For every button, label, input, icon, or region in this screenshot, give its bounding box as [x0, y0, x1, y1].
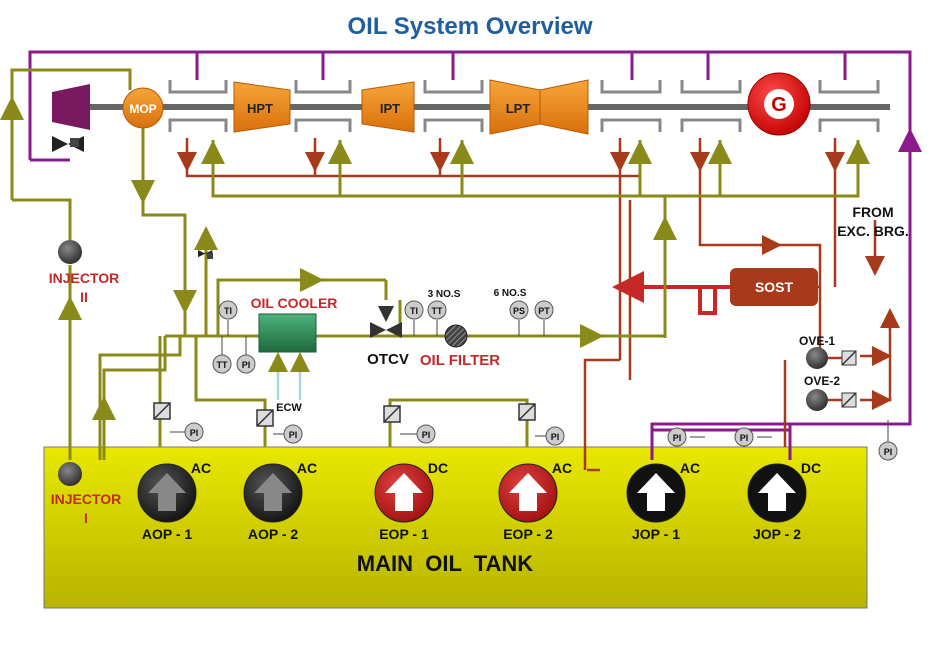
mop-pump[interactable] [122, 87, 164, 129]
svg-text:PI: PI [289, 430, 298, 440]
instrument-pi-jop2[interactable]: PI [734, 427, 772, 447]
ove2-label: OVE-2 [804, 374, 840, 388]
six-nos-label: 6 NO.S [494, 288, 527, 299]
instrument-pi-right[interactable]: PI [878, 420, 898, 461]
trip-valve-icon [52, 136, 84, 152]
up-arrow-icon [148, 473, 186, 511]
bearing-pedestals [168, 80, 880, 132]
pump-eop-2[interactable]: AC EOP - 2 [498, 460, 572, 542]
instrument-pi-jop1[interactable]: PI [667, 427, 705, 447]
pump-group: AC AOP - 1 AC AOP - 2 DC EOP - 1 AC EOP - 2 AC JO… [137, 460, 821, 542]
ove2-pump[interactable] [806, 389, 828, 411]
injector-i[interactable] [58, 462, 82, 486]
pump-jop-1[interactable]: AC JOP - 1 [626, 460, 700, 542]
lpt-label: LPT [506, 101, 531, 116]
instrument-tt-1[interactable]: TT [212, 336, 232, 374]
ipt-turbine[interactable] [361, 81, 415, 133]
pump-eop-1[interactable]: DC EOP - 1 [374, 460, 448, 542]
oil-cooler-label: OIL COOLER [251, 295, 338, 311]
pump-name: JOP - 1 [632, 526, 680, 542]
generator-core [764, 89, 794, 119]
pump-power-type: DC [428, 460, 448, 476]
lube-oil-arrows [0, 96, 870, 420]
otcv-label: OTCV [367, 351, 409, 368]
injector-i-label: INJECTOR [51, 491, 122, 507]
oil-cooler[interactable] [258, 313, 317, 353]
pump-power-type: AC [552, 460, 572, 476]
instrument-pt[interactable]: PT [534, 300, 554, 336]
svg-text:PI: PI [242, 360, 251, 370]
tank-label: MAIN OIL TANK [357, 551, 534, 576]
svg-text:TT: TT [432, 306, 443, 316]
sost-box[interactable] [730, 268, 818, 306]
injector-ii-number: II [80, 289, 88, 305]
injector-i-number: I [84, 510, 88, 526]
instrument-tt-2[interactable]: TT [427, 300, 447, 336]
instrument-pi-1[interactable]: PI [236, 336, 256, 374]
hpt-label: HPT [247, 101, 273, 116]
up-arrow-icon [254, 473, 292, 511]
turbine-coupling [52, 84, 90, 130]
svg-text:TI: TI [224, 306, 232, 316]
svg-text:PI: PI [422, 430, 431, 440]
ecw-label: ECW [276, 402, 302, 414]
otcv-valve[interactable] [370, 306, 402, 338]
pump-name: AOP - 1 [142, 526, 193, 542]
injector-ii[interactable] [58, 240, 82, 264]
up-arrow-icon [509, 473, 547, 511]
pump-power-type: AC [191, 460, 211, 476]
page-title: OIL System Overview [347, 13, 592, 40]
pump-jop-2[interactable]: DC JOP - 2 [747, 460, 821, 542]
ove1-label: OVE-1 [799, 334, 835, 348]
oil-filter-label: OIL FILTER [420, 352, 500, 369]
injector-ii-label: INJECTOR [49, 270, 120, 286]
svg-text:TI: TI [410, 306, 418, 316]
drain-arrows [177, 150, 900, 410]
pump-name: EOP - 2 [503, 526, 553, 542]
pump-name: EOP - 1 [379, 526, 429, 542]
svg-text:PI: PI [551, 432, 560, 442]
svg-text:TT: TT [217, 360, 228, 370]
mop-label: MOP [129, 102, 156, 116]
pump-name: AOP - 2 [248, 526, 299, 542]
lpt-turbine-exhaust [539, 79, 589, 135]
instrument-ti-1[interactable]: TI [218, 300, 238, 336]
sost-return-line [625, 285, 730, 315]
up-arrow-icon [758, 473, 796, 511]
up-arrow-icon [637, 473, 675, 511]
ecw-lines [276, 355, 302, 400]
exc-brg-label: EXC. BRG. [837, 223, 909, 239]
oil-filter[interactable] [444, 324, 468, 348]
svg-text:PI: PI [673, 433, 682, 443]
from-exc-label: FROM [852, 204, 893, 220]
ipt-label: IPT [380, 101, 400, 116]
instrument-ps[interactable]: PS [509, 300, 529, 336]
svg-text:PI: PI [884, 447, 893, 457]
generator-label: G [771, 94, 787, 116]
pump-power-type: AC [297, 460, 317, 476]
pump-power-type: DC [801, 460, 821, 476]
instrument-ti-2[interactable]: TI [404, 300, 424, 336]
svg-text:PI: PI [740, 433, 749, 443]
up-arrow-icon [385, 473, 423, 511]
svg-text:PI: PI [190, 428, 199, 438]
pump-aop-2[interactable]: AC AOP - 2 [243, 460, 317, 542]
pump-discharge-valves [153, 402, 536, 427]
ove1-pump[interactable] [806, 347, 828, 369]
three-nos-label: 3 NO.S [428, 289, 461, 300]
pump-name: JOP - 2 [753, 526, 801, 542]
pump-pi-gauges[interactable]: PI PI PI PI [170, 422, 565, 446]
pump-power-type: AC [680, 460, 700, 476]
pump-aop-1[interactable]: AC AOP - 1 [137, 460, 211, 542]
hpt-turbine[interactable] [233, 81, 291, 133]
svg-text:PT: PT [538, 306, 550, 316]
lube-oil-lines [10, 68, 860, 460]
svg-text:PS: PS [513, 306, 525, 316]
sost-label: SOST [755, 279, 794, 295]
